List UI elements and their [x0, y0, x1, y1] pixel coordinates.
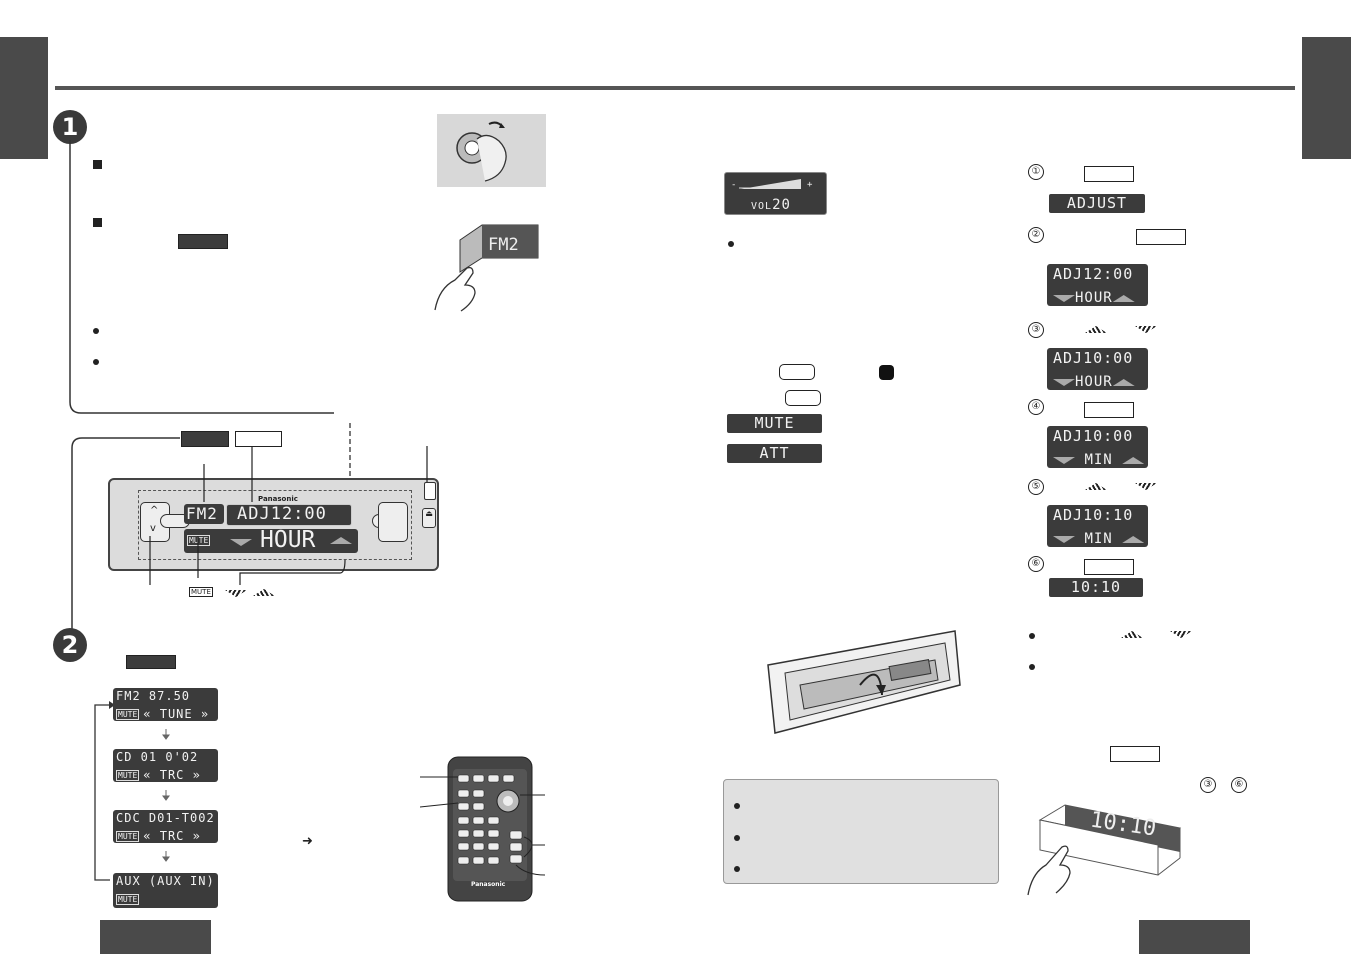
faceplate-main-display: ADJ12:00 [226, 504, 352, 526]
step-3-up-arrow [1085, 326, 1107, 333]
step-1-button-ref [1084, 166, 1134, 182]
step-2-number: ② [1028, 227, 1044, 243]
faceplate-dashed-frame [138, 490, 412, 560]
bullet-square-2 [93, 218, 102, 227]
section-1-bracket [69, 140, 334, 414]
faceplate-eject-button: ⏏ [422, 508, 436, 528]
note-bullet-3 [734, 866, 740, 872]
bullet-dot-vol [728, 241, 734, 247]
black-key-ref [879, 365, 894, 380]
faceplate-right-knob [378, 502, 408, 542]
legend-up-arrow [253, 589, 275, 596]
ignition-illustration [437, 114, 546, 187]
step-4-button-ref [1084, 402, 1134, 418]
step-3-display: ADJ10:00 HOUR [1047, 348, 1148, 390]
remote-control [420, 756, 546, 902]
repeat-from-number: ③ [1200, 777, 1216, 793]
faceplate: ^ v Panasonic FM2 ADJ12:00 MUTE HOUR ⏏ [108, 478, 439, 571]
bullet-square-1 [93, 160, 102, 169]
svg-text:+: + [807, 180, 813, 190]
source-cdc-display: CDC D01-T002 MUTE« TRC » [113, 810, 218, 843]
source-fm-display: FM2 87.50 MUTE« TUNE » [113, 688, 218, 721]
bullet-dot-1 [93, 328, 99, 334]
faceplate-release-button [424, 482, 436, 500]
step-2-button-ref [1136, 229, 1186, 245]
source-cd-display: CD 01 0'02 MUTE« TRC » [113, 749, 218, 782]
step-3-number: ③ [1028, 322, 1044, 338]
step-4-number: ④ [1028, 399, 1044, 415]
step-5-up-arrow [1085, 483, 1107, 490]
step-3-down-arrow [1135, 326, 1157, 333]
step-1-display: ADJUST [1049, 194, 1145, 213]
faceplate-brand: Panasonic [258, 495, 298, 503]
source-button-ref [178, 234, 228, 249]
clock-bullet-2 [1029, 664, 1035, 670]
clock-button-ref-2 [1110, 746, 1160, 762]
step-1-number: ① [1028, 164, 1044, 180]
volume-display: -+ VOL20 [724, 172, 827, 215]
step-6-button-ref [1084, 559, 1134, 575]
right-edge-tab [1302, 37, 1351, 159]
left-edge-tab [0, 37, 48, 159]
source-button-ref-2 [126, 655, 176, 669]
faceplate-band-display: FM2 [184, 504, 224, 524]
hour-label: HOUR [260, 529, 316, 553]
clock-bullet-down-arrow [1170, 631, 1192, 638]
faceplate-lower-display: MUTE HOUR [184, 529, 358, 553]
att-pill: ATT [727, 444, 822, 463]
bottom-left-tab [100, 920, 211, 954]
source-aux-display: AUX (AUX IN) MUTE [113, 873, 218, 908]
mute-key-ref [779, 364, 815, 380]
clock-bullet-1 [1029, 633, 1035, 639]
step-4-display: ADJ10:00 MIN [1047, 426, 1148, 468]
panel-press-illustration: FM2 [434, 224, 539, 312]
clock-panel-illustration [1027, 804, 1182, 896]
fm2-cap-text: FM2 [488, 235, 519, 255]
step-6-display: 10:10 [1049, 578, 1143, 597]
section-2-badge: 2 [53, 628, 87, 662]
step-5-number: ⑤ [1028, 479, 1044, 495]
bullet-dot-2 [93, 359, 99, 365]
att-key-ref [785, 390, 821, 406]
step-5-down-arrow [1135, 483, 1157, 490]
note-bullet-1 [734, 803, 740, 809]
legend-down-arrow [225, 590, 247, 597]
source-cycle-arrows [94, 701, 170, 881]
clock-bullet-up-arrow [1121, 631, 1143, 638]
section-1-badge: 1 [53, 110, 87, 144]
clock-button-ref [235, 431, 282, 447]
repeat-to-number: ⑥ [1231, 777, 1247, 793]
arrow-right: ➜ [302, 834, 313, 849]
mute-pill: MUTE [727, 414, 822, 433]
step-5-display: ADJ10:10 MIN [1047, 505, 1148, 547]
step-2-display: ADJ12:00 HOUR [1047, 264, 1148, 306]
remote-brand: Panasonic [471, 881, 506, 888]
note-box [723, 779, 999, 884]
legend-mute: MUTE [189, 587, 213, 597]
svg-text:-: - [731, 180, 736, 190]
display-button-ref [181, 431, 229, 447]
removed-faceplate-illustration [767, 630, 961, 734]
bottom-right-tab [1139, 920, 1250, 954]
step-6-number: ⑥ [1028, 556, 1044, 572]
faceplate-callouts [149, 446, 428, 585]
note-bullet-2 [734, 835, 740, 841]
header-rule [55, 86, 1295, 90]
